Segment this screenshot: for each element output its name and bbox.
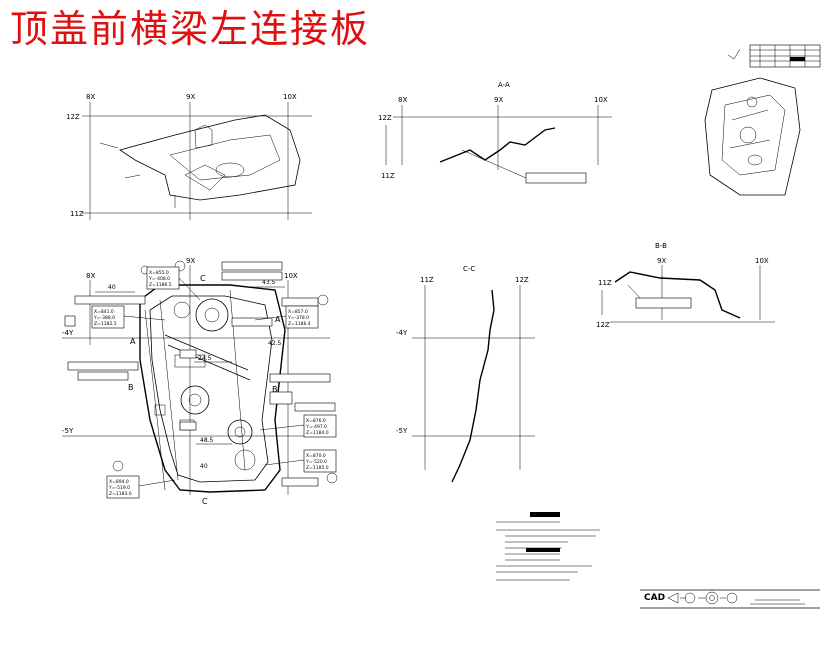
svg-text:-4Y: -4Y: [396, 329, 408, 337]
svg-text:C: C: [202, 497, 208, 506]
dim-40-top: 40: [108, 284, 116, 291]
svg-text:10X: 10X: [284, 272, 298, 280]
svg-text:Y=-388.0: Y=-388.0: [93, 315, 115, 321]
svg-text:10X: 10X: [594, 96, 608, 104]
section-c-c: C-C 11Z 12Z -4Y -5Y: [396, 265, 535, 483]
dim-42-5: 42.5: [268, 340, 282, 347]
main-front-view: 8X 9X 10X -4Y -5Y C C B B A A 40 43.5 24…: [62, 257, 338, 506]
svg-text:Z=1183.0: Z=1183.0: [109, 491, 132, 497]
svg-text:B: B: [128, 383, 134, 392]
grid-label-minus5y: -5Y: [62, 427, 74, 435]
svg-text:Z=1186.4: Z=1186.4: [288, 321, 311, 327]
svg-text:A: A: [275, 315, 281, 324]
svg-text:B: B: [272, 385, 278, 394]
section-b-b: B-B 9X 10X 11Z 12Z: [596, 242, 775, 329]
svg-text:8X: 8X: [398, 96, 407, 104]
svg-text:9X: 9X: [494, 96, 503, 104]
svg-text:X=857.0: X=857.0: [288, 309, 308, 315]
gdt-frame: [635, 297, 692, 309]
svg-text:12Z: 12Z: [515, 276, 529, 284]
svg-text:Z=1185.0: Z=1185.0: [306, 465, 329, 471]
svg-text:C: C: [200, 274, 206, 283]
coord-box-4: X=876.0 Y=-497.0 Z=1184.0: [303, 414, 337, 438]
svg-text:11Z: 11Z: [598, 279, 612, 287]
svg-text:Y=-497.0: Y=-497.0: [305, 424, 327, 430]
svg-text:X=894.0: X=894.0: [109, 479, 129, 485]
svg-text:12Z: 12Z: [378, 114, 392, 122]
grid-label-minus4y: -4Y: [62, 329, 74, 337]
projection-symbol-icon: [667, 591, 738, 605]
technical-notes: [496, 512, 600, 581]
section-label-c-c: C-C: [463, 265, 475, 273]
svg-text:Y=-519.0: Y=-519.0: [108, 485, 130, 491]
coord-box-1: X=855.0 Y=-408.0 Z=1186.5: [146, 266, 180, 290]
cad-logo: CAD: [644, 593, 665, 603]
coord-box-6: X=894.0 Y=-519.0 Z=1183.0: [106, 475, 140, 499]
svg-text:12Z: 12Z: [596, 321, 610, 329]
title-block: CAD: [640, 589, 820, 609]
section-a-a: A-A 8X 9X 10X 12Z 11Z: [378, 81, 612, 184]
dim-40-bottom: 40: [200, 463, 208, 470]
svg-text:Z=1186.5: Z=1186.5: [149, 282, 172, 288]
revision-table: [727, 44, 821, 68]
svg-text:-5Y: -5Y: [396, 427, 408, 435]
coord-box-3: X=857.0 Y=-378.0 Z=1186.4: [285, 305, 319, 329]
coord-box-5: X=870.0 Y=-520.0 Z=1185.0: [303, 449, 337, 473]
coord-box-2: X=841.0 Y=-388.0 Z=1182.5: [91, 305, 125, 329]
svg-text:Y=-378.0: Y=-378.0: [287, 315, 309, 321]
svg-text:Y=-408.0: Y=-408.0: [148, 276, 170, 282]
isometric-view-top-left: 8X 9X 10X 12Z 11Z: [66, 93, 312, 220]
svg-text:11Z: 11Z: [420, 276, 434, 284]
grid-label-10x: 10X: [283, 93, 297, 101]
svg-text:X=855.0: X=855.0: [149, 270, 169, 276]
grid-label-11z: 11Z: [70, 210, 84, 218]
svg-text:Y=-520.0: Y=-520.0: [305, 459, 327, 465]
svg-text:11Z: 11Z: [381, 172, 395, 180]
svg-text:X=841.0: X=841.0: [94, 309, 114, 315]
svg-text:A: A: [130, 337, 136, 346]
svg-text:9X: 9X: [186, 257, 195, 265]
dim-48-5: 48.5: [200, 437, 214, 444]
svg-text:8X: 8X: [86, 272, 95, 280]
grid-label-8x: 8X: [86, 93, 95, 101]
gdt-frame: [525, 172, 587, 184]
grid-label-12z: 12Z: [66, 113, 80, 121]
grid-label-9x: 9X: [186, 93, 195, 101]
svg-text:Z=1184.0: Z=1184.0: [306, 430, 329, 436]
dim-24-5: 24.5: [198, 355, 212, 362]
svg-text:X=870.0: X=870.0: [306, 453, 326, 459]
svg-text:10X: 10X: [755, 257, 769, 265]
dim-43-5: 43.5: [262, 279, 276, 286]
drawing-title: 顶盖前横梁左连接板: [10, 7, 371, 51]
svg-text:Z=1182.5: Z=1182.5: [94, 321, 117, 327]
section-label-b-b: B-B: [655, 242, 667, 250]
isometric-view-top-right: [704, 77, 801, 196]
section-label-a-a: A-A: [498, 81, 510, 89]
svg-text:X=876.0: X=876.0: [306, 418, 326, 424]
svg-text:9X: 9X: [657, 257, 666, 265]
